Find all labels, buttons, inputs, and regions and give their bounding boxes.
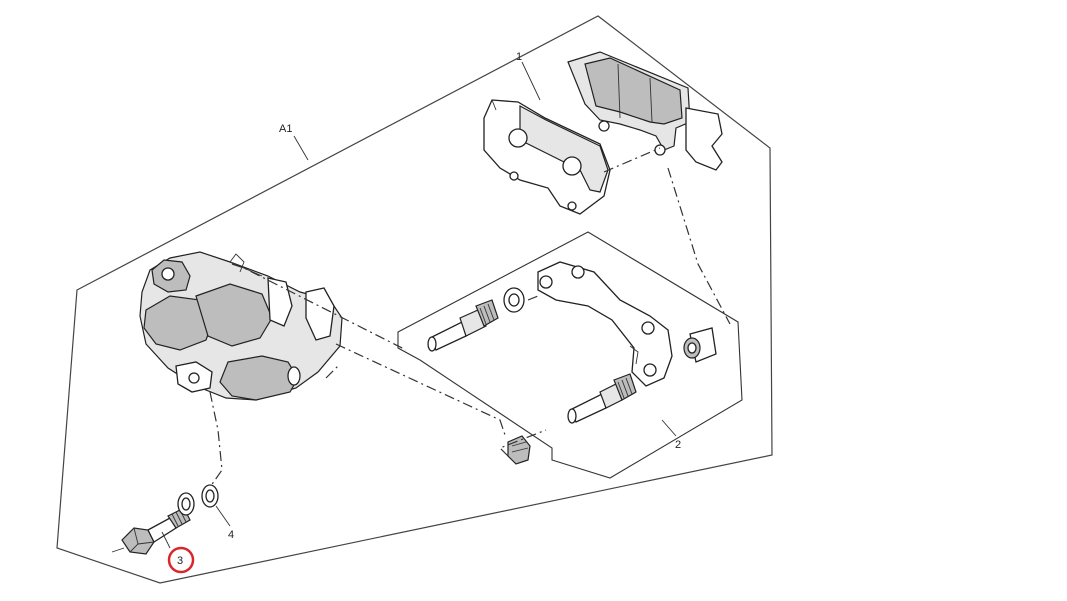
leader-1 (521, 61, 541, 101)
label-4: 4 (228, 529, 234, 541)
bracket-group-outline (397, 231, 743, 479)
caliper-body (139, 251, 343, 401)
highlight-circle (167, 546, 195, 574)
slide-pin-lower (567, 373, 637, 424)
label-3: 3 (177, 555, 183, 567)
brake-pads (483, 51, 723, 215)
pin-boot (507, 435, 531, 465)
leader-2 (661, 419, 677, 437)
caliper-bracket (537, 261, 673, 387)
banjo-bolt (111, 507, 191, 555)
sleeve-bushing (683, 327, 717, 363)
washer-upper (503, 287, 525, 313)
label-1: 1 (516, 51, 522, 63)
sealing-washers (177, 484, 219, 516)
assembly-lines (207, 147, 731, 491)
label-a1: A1 (279, 123, 292, 135)
leader-4 (215, 505, 231, 527)
assembly-outline (56, 15, 773, 584)
label-2: 2 (675, 439, 681, 451)
slide-pin-upper (427, 299, 499, 352)
leader-3 (161, 531, 171, 549)
leader-a1 (293, 135, 309, 161)
